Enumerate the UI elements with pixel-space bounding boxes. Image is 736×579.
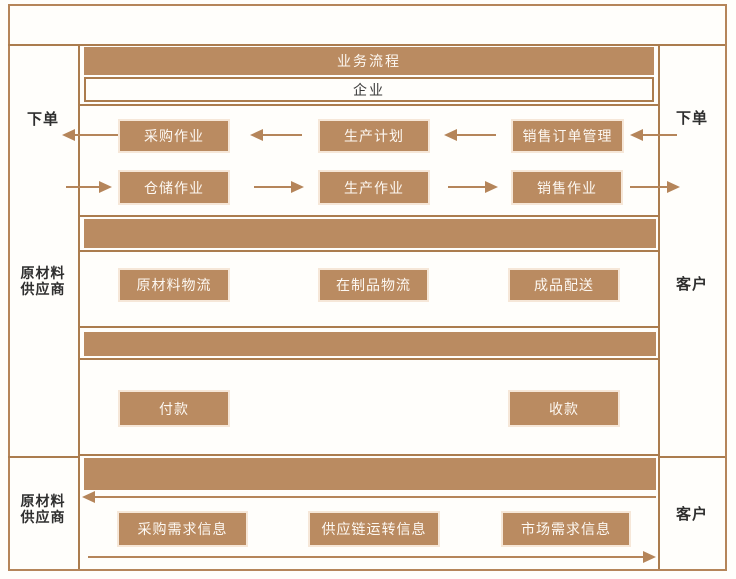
content-box-c-top [78, 358, 660, 360]
box-procurement-demand-info: 采购需求信息 [117, 511, 248, 547]
box-wip-logistics: 在制品物流 [318, 268, 429, 302]
box-finished-goods-delivery: 成品配送 [508, 268, 620, 302]
label-left-supplier-bottom-line2: 供应商 [20, 509, 66, 525]
arrow-left-order-line [74, 134, 118, 136]
box-sales-order-mgmt: 销售订单管理 [511, 119, 624, 153]
label-left-supplier-line2: 供应商 [20, 281, 66, 297]
box-production-ops: 生产作业 [318, 170, 430, 205]
box-payment-in: 收款 [508, 390, 620, 427]
label-right-customer: 客户 [675, 276, 708, 293]
label-left-supplier-bottom: 原材料 供应商 [8, 493, 78, 525]
enterprise-strip: 企业 [84, 77, 654, 102]
content-box-c-bottom [78, 454, 660, 456]
arrow-ops-left-icon [99, 181, 112, 193]
left-column-border [78, 46, 80, 569]
content-box-a-bottom [78, 215, 660, 217]
content-box-b-top [78, 250, 660, 252]
label-left-supplier: 原材料 供应商 [8, 265, 78, 297]
label-left-order: 下单 [26, 111, 59, 128]
arrow-left-order-icon [62, 129, 75, 141]
arrow-ops1-line [254, 186, 291, 188]
box-supply-chain-info: 供应链运转信息 [308, 511, 440, 547]
label-right-order: 下单 [675, 110, 708, 127]
separator-band-2 [84, 332, 656, 356]
box-procurement-ops: 采购作业 [118, 119, 230, 153]
arrow-ops-left-line [66, 186, 99, 188]
box-warehouse-ops: 仓储作业 [118, 170, 230, 205]
label-right-customer-bottom: 客户 [675, 506, 708, 523]
left-column-divider [8, 456, 80, 458]
arrow-info-right-icon [643, 551, 656, 563]
content-box-a-top [78, 104, 660, 106]
arrow-plan2-icon [444, 129, 457, 141]
box-sales-ops: 销售作业 [511, 170, 623, 205]
arrow-right-order-icon [630, 129, 643, 141]
arrow-ops2-line [448, 186, 485, 188]
top-strip-divider [8, 44, 725, 46]
arrow-ops1-icon [291, 181, 304, 193]
arrow-info-right-line [88, 556, 644, 558]
enterprise-label: 企业 [353, 81, 385, 98]
right-column-border [658, 46, 660, 569]
arrow-ops-right-line [630, 186, 667, 188]
arrow-info-left-line [94, 496, 656, 498]
content-box-b-bottom [78, 326, 660, 328]
arrow-ops2-icon [485, 181, 498, 193]
flow-title-band: 业务流程 [84, 47, 654, 75]
separator-band-1 [84, 219, 656, 248]
separator-band-3 [84, 458, 656, 490]
label-left-supplier-bottom-line1: 原材料 [20, 493, 66, 509]
label-left-supplier-line1: 原材料 [20, 265, 66, 281]
box-production-plan: 生产计划 [318, 119, 430, 153]
arrow-plan1-icon [250, 129, 263, 141]
right-column-divider [658, 456, 725, 458]
box-payment-out: 付款 [118, 390, 230, 427]
outer-frame [8, 4, 727, 571]
arrow-info-left-icon [82, 491, 95, 503]
flow-title: 业务流程 [337, 53, 401, 69]
arrow-plan2-line [456, 134, 496, 136]
box-market-demand-info: 市场需求信息 [501, 511, 631, 547]
box-raw-material-logistics: 原材料物流 [118, 268, 230, 302]
arrow-ops-right-icon [667, 181, 680, 193]
arrow-right-order-line [642, 134, 677, 136]
arrow-plan1-line [262, 134, 302, 136]
